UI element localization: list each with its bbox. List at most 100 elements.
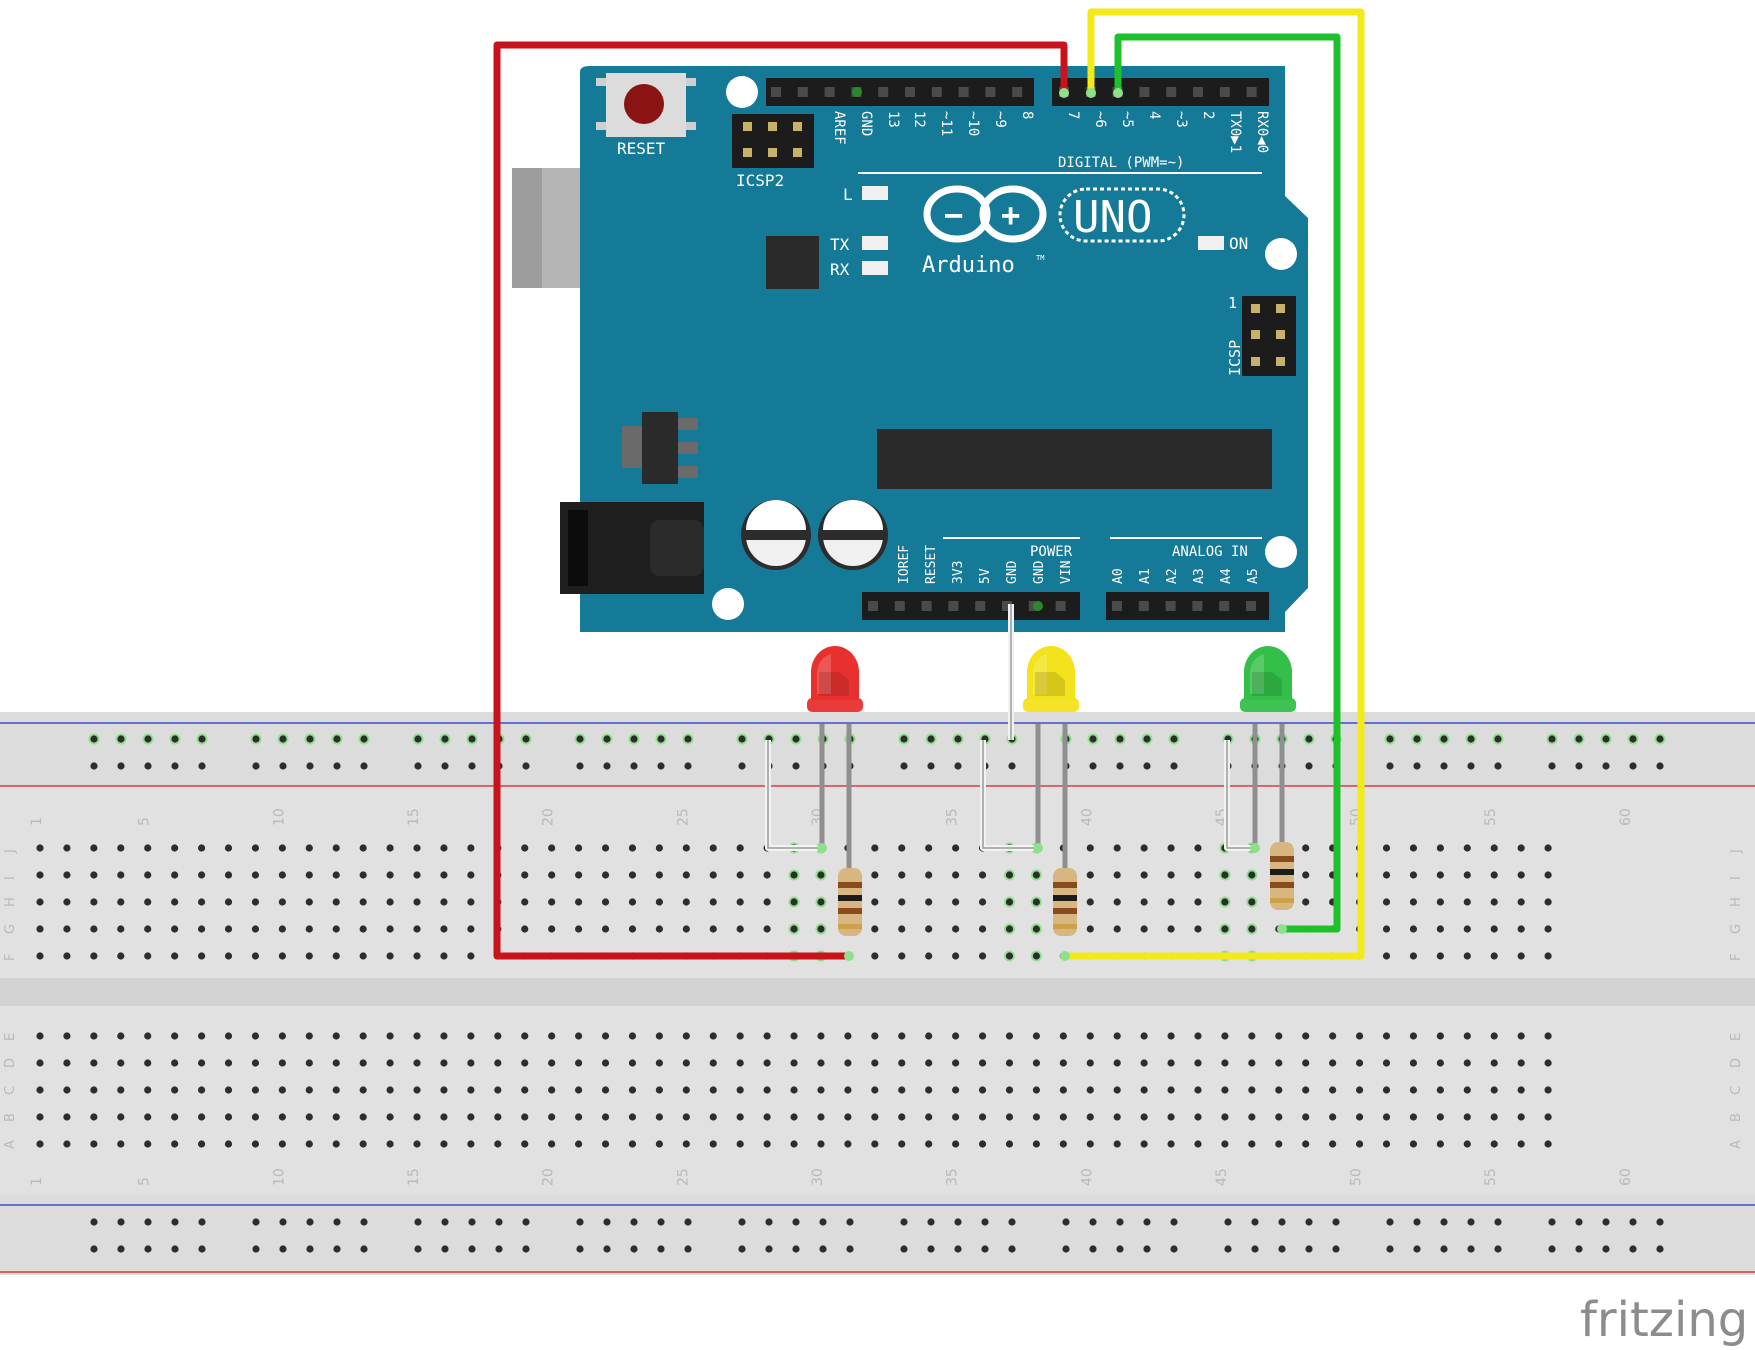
digital-pin-label: 12 bbox=[911, 111, 927, 128]
analog-label: ANALOG IN bbox=[1172, 544, 1248, 560]
power-pin-labels: IOREF RESET 3V3 5V GND GND VIN bbox=[897, 545, 1074, 584]
digital-pin-label: RX0◀0 bbox=[1254, 111, 1270, 153]
tm-label: TM bbox=[1036, 254, 1044, 262]
digital-pin-label: GND bbox=[858, 111, 874, 136]
column-number: 5 bbox=[137, 1177, 153, 1186]
power-header bbox=[862, 592, 1080, 620]
row-letter: C bbox=[1729, 1086, 1744, 1095]
column-number: 35 bbox=[945, 1168, 961, 1186]
column-number: 55 bbox=[1483, 1168, 1499, 1186]
digital-pin-label: ~3 bbox=[1173, 111, 1189, 128]
row-letter: H bbox=[1729, 897, 1744, 907]
column-number: 60 bbox=[1618, 1168, 1634, 1186]
power-pin-label: GND bbox=[1032, 560, 1047, 584]
resistor bbox=[838, 868, 862, 936]
analog-pin-label: A5 bbox=[1246, 568, 1261, 584]
capacitor bbox=[818, 500, 888, 570]
arduino-label: Arduino bbox=[922, 253, 1015, 278]
logo-minus: − bbox=[944, 196, 963, 234]
column-number: 35 bbox=[945, 808, 961, 826]
power-pin-label: GND bbox=[1005, 560, 1020, 584]
digital-pin-label: TX0▶1 bbox=[1227, 111, 1243, 153]
icsp2-label: ICSP2 bbox=[736, 171, 784, 190]
capacitor bbox=[741, 500, 811, 570]
column-number: 25 bbox=[675, 1168, 691, 1186]
analog-header bbox=[1106, 592, 1269, 620]
fritzing-brand: fritzing bbox=[1580, 1292, 1748, 1348]
row-letter: G bbox=[1729, 924, 1744, 934]
column-number: 40 bbox=[1079, 808, 1095, 826]
row-letter: B bbox=[1729, 1113, 1744, 1122]
column-number: 1 bbox=[29, 817, 45, 826]
power-pin-label: VIN bbox=[1059, 561, 1074, 584]
column-number: 15 bbox=[406, 808, 422, 826]
column-number: 1 bbox=[29, 1177, 45, 1186]
row-letter: F bbox=[1729, 954, 1744, 961]
digital-pin-label: ~10 bbox=[965, 111, 981, 136]
power-pin-label: IOREF bbox=[897, 545, 912, 584]
row-letter: C bbox=[3, 1086, 18, 1095]
power-pin-label: RESET bbox=[924, 545, 939, 584]
column-number: 10 bbox=[271, 808, 287, 826]
led-yellow bbox=[1023, 646, 1079, 712]
arduino-logo: − + UNO Arduino TM bbox=[922, 185, 1186, 278]
column-number: 25 bbox=[675, 808, 691, 826]
power-label: POWER bbox=[1030, 544, 1073, 560]
column-number: 55 bbox=[1483, 808, 1499, 826]
row-letter: B bbox=[3, 1113, 18, 1122]
led-rx-label: RX bbox=[830, 260, 850, 279]
row-letter: A bbox=[3, 1140, 18, 1149]
led-l bbox=[862, 186, 888, 200]
usb-chip bbox=[766, 236, 819, 289]
icsp-label: ICSP bbox=[1226, 340, 1244, 376]
analog-pin-label: A4 bbox=[1219, 568, 1234, 584]
digital-pin-label: ~5 bbox=[1119, 111, 1135, 128]
digital-pin-label: ~9 bbox=[992, 111, 1008, 128]
digital-label: DIGITAL (PWM=~) bbox=[1058, 155, 1184, 171]
column-number: 40 bbox=[1079, 1168, 1095, 1186]
led-l-label: L bbox=[843, 185, 853, 204]
led-tx bbox=[862, 236, 888, 250]
digital-pin-label: AREF bbox=[831, 111, 847, 145]
digital-pin-label: 13 bbox=[885, 111, 901, 128]
icsp-pin1-label: 1 bbox=[1228, 294, 1237, 312]
analog-pin-label: A2 bbox=[1165, 568, 1180, 584]
resistor bbox=[1270, 842, 1294, 910]
wire-yellow bbox=[1065, 8, 1365, 960]
led-tx-label: TX bbox=[830, 235, 850, 254]
icsp-header bbox=[1242, 296, 1296, 376]
column-number: 5 bbox=[137, 817, 153, 826]
row-letter: D bbox=[1729, 1058, 1744, 1068]
row-letter: J bbox=[3, 849, 18, 854]
digital-pin-label: ~11 bbox=[938, 111, 954, 136]
column-number: 30 bbox=[810, 1168, 826, 1186]
digital-header-right bbox=[1052, 78, 1269, 106]
row-letter: F bbox=[3, 954, 18, 961]
analog-pin-label: A1 bbox=[1138, 568, 1153, 584]
reset-label: RESET bbox=[617, 139, 666, 158]
voltage-regulator bbox=[622, 426, 642, 468]
digital-pin-label: 8 bbox=[1019, 111, 1035, 119]
column-number: 50 bbox=[1349, 1168, 1365, 1186]
row-letter: G bbox=[3, 924, 18, 934]
digital-pin-label: 4 bbox=[1146, 111, 1162, 119]
analog-pin-label: A0 bbox=[1111, 568, 1126, 584]
row-letter: A bbox=[1729, 1140, 1744, 1149]
column-number: 45 bbox=[1214, 1168, 1230, 1186]
row-letter: J bbox=[1729, 849, 1744, 854]
led-green bbox=[1240, 646, 1296, 712]
led-rx bbox=[862, 261, 888, 275]
wire-red bbox=[493, 41, 1068, 960]
atmega-chip bbox=[877, 429, 1272, 489]
row-letter: I bbox=[1729, 876, 1744, 880]
row-letter: I bbox=[3, 876, 18, 880]
column-number: 60 bbox=[1618, 808, 1634, 826]
row-letter: D bbox=[3, 1058, 18, 1068]
power-pin-label: 3V3 bbox=[951, 561, 966, 584]
uno-label: UNO bbox=[1073, 192, 1152, 243]
power-pin-label: 5V bbox=[978, 568, 993, 584]
